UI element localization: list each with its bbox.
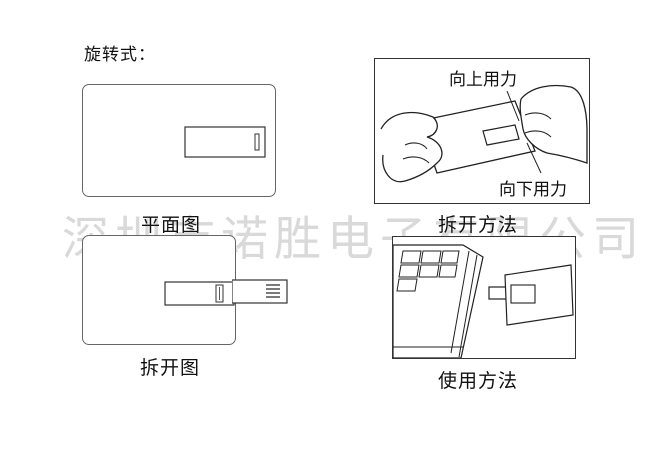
left-finger-line [402, 156, 430, 164]
right-finger-line [524, 130, 552, 138]
open-method-caption: 拆开方法 [438, 214, 519, 236]
force-up-label: 向上用力 [447, 65, 519, 90]
flat-view-card [82, 84, 276, 197]
page-heading: 旋转式： [84, 45, 156, 65]
left-hand [380, 111, 443, 183]
use-method-drawing [393, 244, 574, 358]
swivel-cover [164, 281, 235, 306]
opened-view-drawing [164, 281, 235, 306]
usb-connector-drawing [232, 279, 288, 304]
opened-view-caption: 拆开图 [140, 357, 201, 379]
keyboard-keys [396, 250, 460, 292]
pivot-slot [254, 133, 260, 151]
open-method-panel: 向上用力 向下用力 [374, 58, 590, 204]
rotating-cover [184, 126, 266, 158]
left-finger-line [404, 142, 428, 150]
right-finger-line [524, 112, 552, 120]
card-inserted [504, 264, 574, 326]
cover-pivot [215, 284, 224, 303]
flat-view-caption: 平面图 [141, 214, 202, 236]
laptop-body [393, 244, 484, 358]
opened-view-card [82, 235, 236, 345]
right-hand [519, 84, 588, 164]
use-method-caption: 使用方法 [438, 370, 519, 392]
laptop-edge [450, 250, 470, 354]
pointer-up [506, 90, 520, 122]
force-down-label: 向下用力 [497, 175, 569, 200]
pointer-down [526, 142, 542, 174]
open-method-drawing [380, 84, 588, 183]
card-cover [510, 284, 536, 304]
laptop-edge [458, 254, 478, 358]
cover-outline [482, 124, 520, 146]
usb-connector [232, 279, 288, 304]
use-method-panel [392, 236, 576, 359]
flat-view-drawing [184, 126, 266, 158]
